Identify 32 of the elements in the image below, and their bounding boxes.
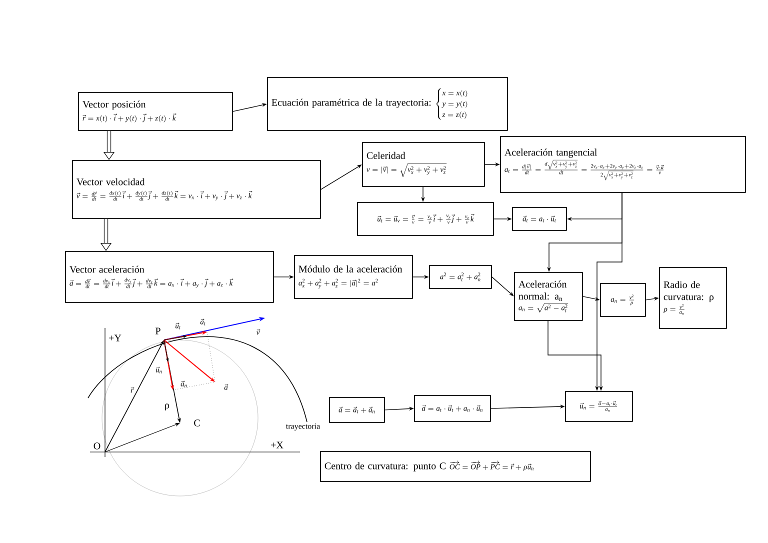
vector-label: $\vec{a}_n$	[180, 380, 187, 388]
vector-label: $\vec{v}$	[256, 329, 260, 335]
process-box: $\vec{a}_t=a_t\cdot\vec{u}_t$	[512, 207, 567, 231]
curve-label: trayectoria	[286, 423, 320, 430]
process-box: $\vec{u}_t=\vec{u}_v=\frac{\vec{v}}{v}=\frac{v_x}{v}\vec{i}+\frac{v_y}{v}\vec{j}+\frac{v_z}{v}\vec{k}$	[357, 202, 494, 236]
process-box: Vector aceleración $\vec{a}=\frac{d\vec{v}}{dt}=\frac{dv_x}{dt}\vec{i}+\frac{dv_y}{dt}\vec{j}+\frac{dv_z}{dt}\vec{k}=a_x\cdot\vec{i}+a_y\cdot\vec{j}+a_z\cdot\vec{k}$	[65, 251, 274, 303]
point-label: O	[94, 442, 100, 450]
process-box: Celeridad $v=|\vec{v}|=\sqrt{v_x^2+v_y^2+v_z^2}$	[362, 142, 485, 187]
process-box: Aceleración normal: a$_{n}$ $a_n=\sqrt{a^2-a_t^2}$	[514, 272, 583, 321]
process-box: $\vec{u}_n=\frac{\vec{a}-a_t\cdot\vec{u}_t}{a_n}$	[565, 391, 633, 422]
process-box: $\vec{a}=a_t\cdot\vec{u}_t+a_n\cdot\vec{u}_n$	[414, 395, 491, 422]
vector-label: $\vec{r}$	[130, 387, 134, 393]
process-box: Ecuación paramétrica de la trayectoria: $\begin{cases}x=x(t)\\ y=y(t)\\ z=z(t)\end{cases}$	[267, 77, 508, 131]
process-box: Centro de curvatura: punto C $\overrightarrow{OC}=\overrightarrow{OP}+\overrightarrow{PC}=\vec{r}+\rho\vec{u}_n$	[320, 451, 591, 482]
process-box: $a_n=\frac{v^2}{\rho}$	[600, 283, 646, 317]
vector-label: $\vec{a}_t$	[200, 318, 206, 326]
axis-label: +X	[271, 442, 284, 448]
arrow	[492, 276, 514, 296]
process-box: Vector velocidad $\vec{v}=\frac{d\vec{r}}{dt}=\frac{dx(t)}{dt}\vec{i}+\frac{dy(t)}{dt}\vec{j}+\frac{dz(t)}{dt}\vec{k}=v_x\cdot\vec{i}+v_y\cdot\vec{j}+v_z\cdot\vec{k}$	[72, 160, 321, 219]
process-box: $\vec{a}=\vec{a}_t+\vec{a}_n$	[329, 397, 385, 423]
process-box: Vector posición $\vec{r}=x(t)\cdot\vec{i}+y(t)\cdot\vec{j}+z(t)\cdot\vec{k}$	[78, 92, 233, 131]
vector-label: $\vec{u}_t$	[176, 322, 180, 330]
process-box: $a^2=a_t^2+a_n^2$	[429, 265, 492, 289]
process-box: Radio de curvatura: ρ $\rho=\frac{v^2}{a_n}$	[659, 267, 727, 329]
process-box: Módulo de la aceleración $a_x^2+a_y^2+a_z^2=|\vec{a}|^2=a^2$	[294, 255, 413, 299]
greek-label: ρ	[165, 404, 170, 410]
axis-label: +Y	[109, 334, 122, 342]
vector-label: $\vec{a}$	[224, 384, 228, 390]
process-box: Aceleración tangencial $a_t=\frac{d|\vec{v}|}{dt}=\frac{d\sqrt{v_x^2+v_y^2+v_z^2}}{dt}=\frac{2v_x\cdot a_x+2v_y\cdot a_y+2v_z\cdot a_z}{2\sqrt{v_x^2+v_y^2+v_z^2}}=\frac{\vec{v}\cdot\vec{a}}{v}$	[500, 136, 746, 193]
point-label: P	[156, 328, 160, 334]
vector-label: $\vec{u}_n$	[156, 366, 162, 374]
point-label: C	[194, 420, 200, 426]
